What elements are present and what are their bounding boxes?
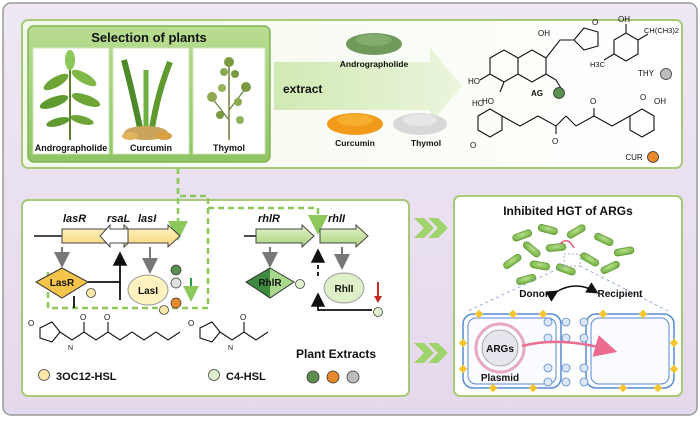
svg-text:O: O bbox=[590, 97, 596, 106]
plant-andrographolide bbox=[32, 47, 110, 155]
svg-text:N: N bbox=[228, 345, 233, 352]
selection-title: Selection of plants bbox=[91, 30, 207, 45]
plasmid-ring bbox=[474, 322, 526, 374]
extract-dashed-paths bbox=[46, 168, 328, 310]
plant-label-1: Andrographolide bbox=[35, 143, 108, 153]
svg-text:O: O bbox=[552, 137, 558, 146]
protein-lasI bbox=[127, 274, 169, 306]
svg-text:HO: HO bbox=[472, 99, 484, 108]
thy-dot bbox=[660, 68, 672, 80]
zoom-lines bbox=[465, 265, 671, 313]
svg-text:O: O bbox=[640, 93, 646, 102]
membrane-markers bbox=[458, 309, 679, 393]
conjugation-arrow bbox=[545, 282, 599, 302]
thy-methyl: H3C bbox=[590, 60, 606, 69]
rhlR-protein-label: RhlR bbox=[258, 278, 282, 289]
extract-label: extract bbox=[283, 82, 322, 96]
compound-cur-label: CUR bbox=[625, 153, 643, 162]
svg-text:OH: OH bbox=[618, 15, 630, 24]
recipient-cell bbox=[585, 313, 675, 389]
protein-rhlI bbox=[323, 272, 365, 304]
ag-structure bbox=[479, 27, 599, 93]
signal-dot-3oc12 bbox=[38, 369, 50, 381]
cur-dot bbox=[647, 151, 659, 163]
rhlR-label: rhlR bbox=[258, 213, 280, 225]
powder-label-cur: Curcumin bbox=[335, 138, 375, 148]
compound-thy-label: THY bbox=[638, 69, 655, 78]
svg-text:OH: OH bbox=[538, 29, 550, 38]
donor-label: Donor bbox=[519, 289, 549, 300]
svg-text:HO: HO bbox=[482, 97, 494, 106]
signal-c4-structure bbox=[199, 321, 269, 343]
rhlI-label: rhlI bbox=[328, 213, 346, 225]
gene-rhlI bbox=[319, 223, 369, 249]
ag-dot bbox=[553, 87, 565, 99]
svg-text:HO: HO bbox=[468, 77, 480, 86]
svg-text:N: N bbox=[68, 345, 73, 352]
protein-rhlR bbox=[245, 267, 295, 299]
thy-substituent: CH(CH3)2 bbox=[644, 26, 679, 35]
svg-text:O: O bbox=[80, 313, 86, 322]
cur-structure bbox=[477, 108, 655, 138]
chevrons-lower bbox=[414, 343, 448, 363]
svg-text:O: O bbox=[470, 141, 476, 150]
lasI-protein-label: LasI bbox=[138, 286, 158, 297]
plasmid-label: Plasmid bbox=[481, 373, 519, 384]
lasR-protein-label: LasR bbox=[50, 278, 75, 289]
svg-text:O: O bbox=[104, 313, 110, 322]
compound-ag-label: AG bbox=[531, 89, 543, 98]
lasR-label: lasR bbox=[63, 213, 86, 225]
bacteria-cluster bbox=[503, 224, 635, 285]
svg-text:O: O bbox=[188, 319, 194, 328]
svg-text:OH: OH bbox=[654, 97, 666, 106]
rsaL-label: rsaL bbox=[107, 213, 131, 225]
gene-rhlR bbox=[255, 223, 315, 249]
plant-label-3: Thymol bbox=[213, 143, 245, 153]
plant-label-2: Curcumin bbox=[130, 143, 172, 153]
powder-label-ag: Andrographolide bbox=[340, 59, 409, 69]
hgt-title: Inhibited HGT of ARGs bbox=[503, 204, 633, 218]
svg-text:O: O bbox=[592, 18, 598, 27]
chevrons-upper bbox=[414, 218, 448, 238]
thy-structure bbox=[603, 24, 649, 62]
signal-label-c4: C4-HSL bbox=[226, 371, 266, 383]
recipient-label: Recipient bbox=[597, 289, 643, 300]
transfer-arrow bbox=[521, 335, 618, 357]
protein-lasR bbox=[34, 267, 90, 299]
lasI-label: lasI bbox=[138, 213, 157, 225]
svg-text:O: O bbox=[28, 319, 34, 328]
svg-text:O: O bbox=[240, 313, 246, 322]
legend-dot-thy bbox=[346, 370, 360, 384]
signal-3oc12-structure bbox=[39, 321, 181, 343]
signal-dot-c4 bbox=[208, 369, 220, 381]
rhlI-protein-label: RhlI bbox=[335, 284, 354, 295]
powder-label-thy: Thymol bbox=[411, 138, 441, 148]
args-label: ARGs bbox=[486, 344, 514, 355]
plant-curcumin bbox=[112, 47, 190, 155]
legend-dot-cur bbox=[326, 370, 340, 384]
extract-arrow bbox=[274, 48, 462, 124]
legend-dot-ag bbox=[306, 370, 320, 384]
gene-lasI bbox=[127, 223, 181, 249]
negative-charges bbox=[543, 317, 589, 387]
plant-extracts-label: Plant Extracts bbox=[296, 347, 376, 361]
plant-thymol bbox=[192, 47, 266, 155]
signal-label-3oc12: 3OC12-HSL bbox=[56, 371, 117, 383]
